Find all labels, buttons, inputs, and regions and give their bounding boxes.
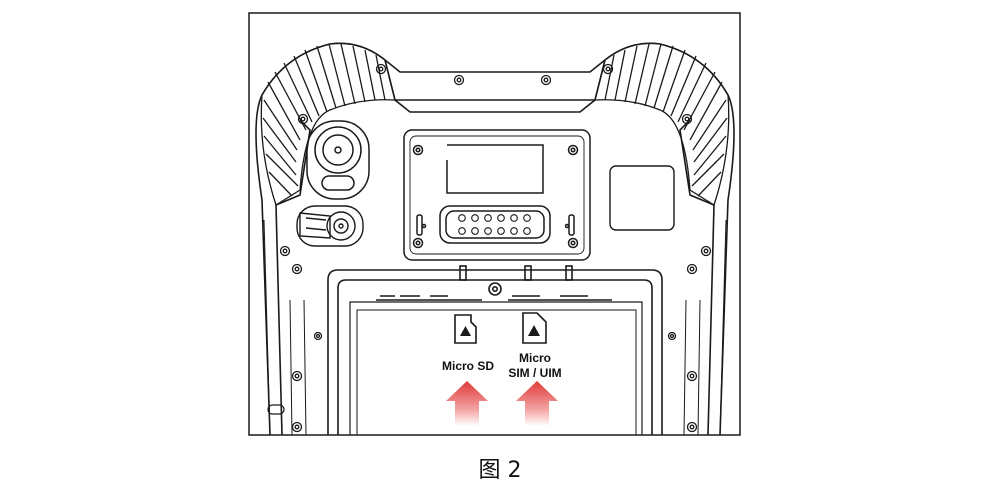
right-bumper xyxy=(594,42,730,206)
left-bumper xyxy=(260,42,396,206)
sim-label-line1: Micro xyxy=(519,351,551,365)
micro-sd-card-icon xyxy=(454,314,477,344)
side-screws xyxy=(267,245,712,433)
stylus-latch xyxy=(296,205,364,247)
side-rails xyxy=(263,219,727,436)
figure-caption: 图 2 xyxy=(478,458,522,483)
pogo-pins xyxy=(458,214,531,235)
sim-label-line2: SIM / UIM xyxy=(508,366,561,380)
battery-compartment xyxy=(327,265,663,435)
nfc-area xyxy=(609,165,675,231)
sim-card-icon xyxy=(522,312,547,344)
illustration-border xyxy=(248,12,741,436)
connector-plate xyxy=(403,129,591,261)
micro-sd-label: Micro SD xyxy=(442,359,494,373)
insert-arrow-up-icon xyxy=(516,381,558,426)
top-screws xyxy=(375,63,614,86)
camera-module xyxy=(306,120,370,200)
insert-arrow-up-icon xyxy=(446,381,488,426)
